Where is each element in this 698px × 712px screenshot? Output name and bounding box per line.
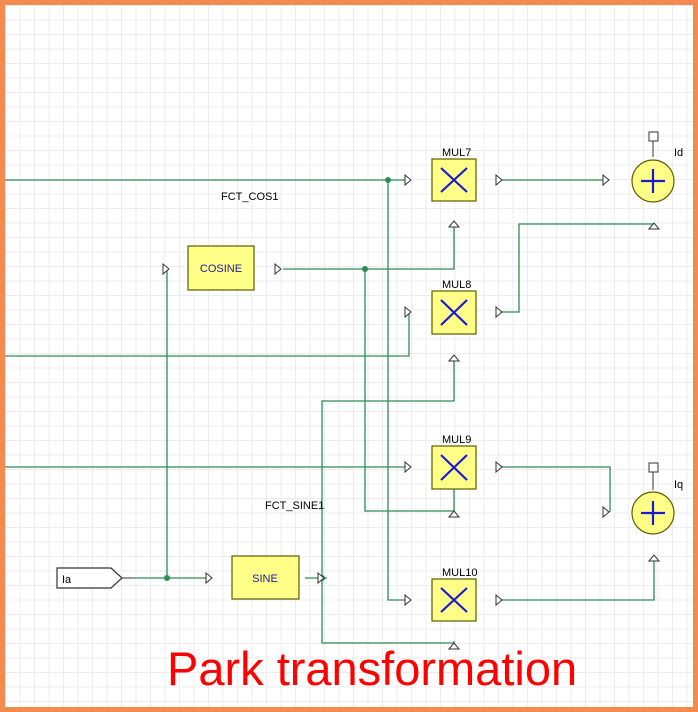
plus-circle-icon xyxy=(641,501,665,525)
page-title: Park transformation xyxy=(167,642,578,695)
wire-mul8-id xyxy=(498,223,655,313)
triangle-port-icon xyxy=(404,460,412,474)
triangle-port-icon xyxy=(495,173,503,187)
junctions xyxy=(164,177,391,581)
output-terminal-icon xyxy=(648,462,659,473)
wire-cos-mul9 xyxy=(364,269,455,512)
triangle-port-icon xyxy=(495,460,503,474)
sine-label: SINE xyxy=(252,573,278,585)
triangle-port-icon xyxy=(495,593,503,607)
triangle-port-icon xyxy=(447,510,461,518)
triangle-port-icon xyxy=(404,173,412,187)
mul9-block[interactable]: MUL9 xyxy=(404,434,503,518)
sine-block[interactable]: SINE xyxy=(205,555,325,600)
triangle-port-icon xyxy=(447,220,461,228)
triangle-port-icon xyxy=(205,571,213,585)
triangle-port-icon xyxy=(647,554,661,562)
triangle-port-icon xyxy=(495,305,503,319)
wire-mul9-iq xyxy=(498,466,611,512)
triangle-port-icon xyxy=(162,262,170,276)
wire-mul10-iq xyxy=(498,558,655,601)
output-id-label: Id xyxy=(674,147,683,159)
wire-sine-mul10 xyxy=(321,578,455,644)
cosine-label: COSINE xyxy=(200,263,242,275)
mul7-label: MUL7 xyxy=(442,147,471,159)
junction-dot xyxy=(385,177,391,183)
fct-cos-label: FCT_COS1 xyxy=(221,191,278,203)
plus-circle-icon xyxy=(641,169,665,193)
mul9-label: MUL9 xyxy=(442,434,471,446)
multiply-x-icon xyxy=(440,167,468,193)
triangle-port-icon xyxy=(317,571,325,585)
mul10-block[interactable]: MUL10 xyxy=(404,567,503,650)
multiply-x-icon xyxy=(440,299,468,326)
output-terminal-icon xyxy=(648,131,659,142)
input-ia-label: Ia xyxy=(62,574,72,586)
wires xyxy=(5,179,655,644)
multiply-x-icon xyxy=(440,587,468,613)
wire-cosine-out xyxy=(283,227,455,270)
triangle-port-icon xyxy=(602,505,610,519)
mul10-label: MUL10 xyxy=(442,567,477,579)
multiply-x-icon xyxy=(440,454,468,481)
input-ia[interactable]: Ia xyxy=(56,567,133,589)
mul8-label: MUL8 xyxy=(442,279,471,291)
triangle-port-icon xyxy=(602,173,610,187)
cosine-block[interactable]: COSINE xyxy=(162,245,282,291)
triangle-port-icon xyxy=(447,354,461,362)
triangle-port-icon xyxy=(447,642,461,650)
triangle-port-icon xyxy=(647,222,661,230)
wire-sine-mul8 xyxy=(321,359,455,578)
adder-id[interactable]: Id xyxy=(602,131,683,230)
triangle-port-icon xyxy=(274,262,282,276)
triangle-port-icon xyxy=(404,593,412,607)
wire-cos-mul10 xyxy=(387,180,405,601)
adder-iq[interactable]: Iq xyxy=(602,462,683,562)
junction-dot xyxy=(164,575,170,581)
wire-input2-mul8 xyxy=(5,312,410,357)
fct-sine-label: FCT_SINE1 xyxy=(265,500,324,512)
wire-ia-cosine xyxy=(165,268,168,578)
mul8-block[interactable]: MUL8 xyxy=(404,279,503,362)
mul7-block[interactable]: MUL7 xyxy=(404,147,503,228)
park-transformation-diagram: COSINE FCT_COS1 SINE FCT_SINE1 MUL7 MUL8 xyxy=(5,131,683,650)
junction-dot xyxy=(362,266,368,272)
triangle-port-icon xyxy=(404,305,412,319)
output-iq-label: Iq xyxy=(674,479,683,491)
